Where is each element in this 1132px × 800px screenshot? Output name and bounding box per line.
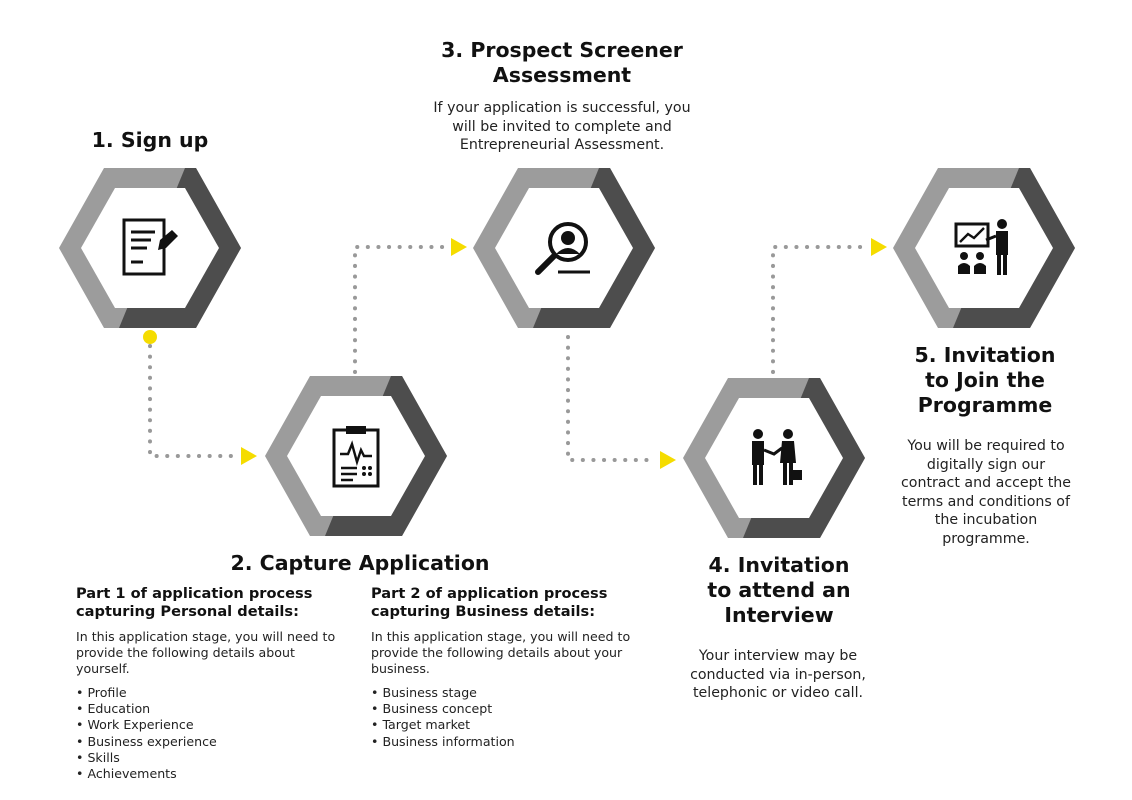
part-2-heading: Part 2 of application process capturing …	[371, 585, 608, 620]
list-item: Profile	[76, 685, 336, 701]
step-4-text: Your interview may be conducted via in-p…	[690, 648, 866, 701]
step-4-hexagon	[683, 378, 865, 538]
step-1-hexagon	[59, 168, 241, 328]
step-3-hexagon	[473, 168, 655, 328]
part-2-text: In this application stage, you will need…	[371, 629, 631, 676]
connector-1-2	[148, 344, 238, 458]
document-pen-icon	[122, 218, 178, 276]
step-2-hexagon	[265, 376, 447, 536]
clipboard-report-icon	[332, 426, 380, 488]
part-1-text: In this application stage, you will need…	[76, 629, 336, 676]
arrow-head-4	[660, 451, 676, 469]
arrow-head-5	[871, 238, 887, 256]
part-1-list: Profile Education Work Experience Busine…	[76, 685, 336, 782]
list-item: Skills	[76, 750, 336, 766]
start-dot	[143, 330, 157, 344]
list-item: Business information	[371, 734, 631, 750]
step-3-title: 3. Prospect Screener Assessment	[441, 38, 683, 87]
step-2-title: 2. Capture Application	[230, 551, 490, 575]
step-1-title: 1. Sign up	[91, 128, 209, 152]
step-5-text: You will be required to digitally sign o…	[900, 438, 1072, 547]
arrow-head-3	[451, 238, 467, 256]
step-5-hexagon	[893, 168, 1075, 328]
list-item: Business experience	[76, 734, 336, 750]
step-3-text: If your application is successful, you w…	[433, 100, 691, 153]
part-1-heading: Part 1 of application process capturing …	[76, 585, 313, 620]
connector-2-3	[353, 245, 448, 374]
list-item: Achievements	[76, 766, 336, 782]
step-5-title: 5. Invitation to Join the Programme	[914, 343, 1056, 417]
magnifier-person-icon	[535, 222, 590, 275]
list-item: Business concept	[371, 701, 631, 717]
handshake-icon	[752, 429, 802, 485]
step-4-title: 4. Invitation to attend an Interview	[707, 553, 851, 627]
connector-4-5	[771, 245, 868, 374]
arrow-head-2	[241, 447, 257, 465]
connector-3-4	[566, 335, 657, 462]
list-item: Business stage	[371, 685, 631, 701]
list-item: Education	[76, 701, 336, 717]
list-item: Target market	[371, 717, 631, 733]
list-item: Work Experience	[76, 717, 336, 733]
presentation-icon	[954, 219, 1008, 275]
part-2-list: Business stage Business concept Target m…	[371, 685, 631, 750]
